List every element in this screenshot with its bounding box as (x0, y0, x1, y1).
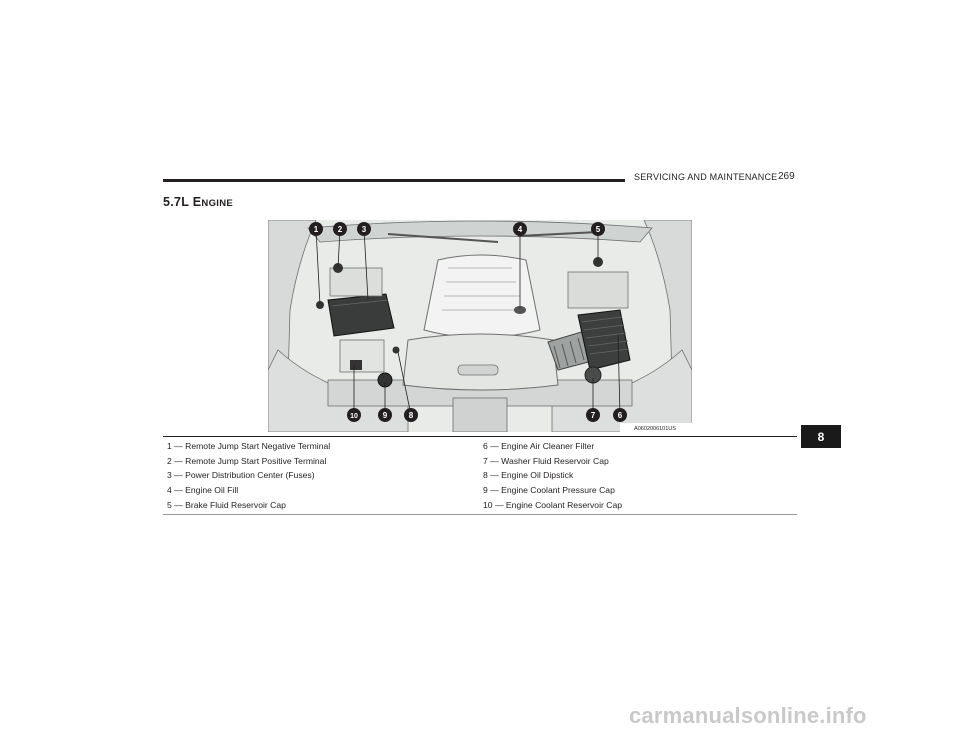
callout-label-6: 6 (618, 411, 623, 420)
page-number: 269 (778, 171, 795, 182)
legend-row: 1 — Remote Jump Start Negative Terminal … (163, 439, 797, 454)
engine-compartment-figure: 1 2 3 4 5 6 7 8 9 10 A0602006101US (267, 219, 693, 433)
legend-item: 9 — Engine Coolant Pressure Cap (483, 485, 615, 496)
legend-item: 1 — Remote Jump Start Negative Terminal (167, 441, 331, 452)
legend-item: 5 — Brake Fluid Reservoir Cap (167, 499, 286, 510)
page-title-main: 5.7L E (163, 195, 202, 209)
legend-item: 4 — Engine Oil Fill (167, 485, 239, 496)
engine-illustration: 1 2 3 4 5 6 7 8 9 10 A0602006101US (267, 219, 693, 433)
callout-label-1: 1 (314, 225, 319, 234)
legend-row: 2 — Remote Jump Start Positive Terminal … (163, 454, 797, 469)
legend-row: 3 — Power Distribution Center (Fuses) 8 … (163, 468, 797, 483)
callout-4 (513, 222, 527, 236)
callout-label-4: 4 (518, 225, 523, 234)
section-title: SERVICING AND MAINTENANCE (634, 172, 778, 182)
chapter-tab[interactable]: 8 (801, 425, 841, 448)
legend-item: 8 — Engine Oil Dipstick (483, 470, 574, 481)
callout-label-8: 8 (409, 411, 414, 420)
callout-9 (378, 408, 392, 422)
legend-item: 7 — Washer Fluid Reservoir Cap (483, 455, 609, 466)
legend-item: 3 — Power Distribution Center (Fuses) (167, 470, 315, 481)
page-title-smallcaps: NGINE (201, 198, 233, 209)
callout-label-9: 9 (383, 411, 388, 420)
legend-item: 6 — Engine Air Cleaner Filter (483, 441, 595, 452)
callout-label-2: 2 (338, 225, 343, 234)
callout-6 (613, 408, 627, 422)
legend-item: 2 — Remote Jump Start Positive Terminal (167, 455, 327, 466)
legend-row: 5 — Brake Fluid Reservoir Cap 10 — Engin… (163, 497, 797, 512)
callout-7 (586, 408, 600, 422)
legend-table: 1 — Remote Jump Start Negative Terminal … (163, 436, 797, 515)
callout-label-10: 10 (350, 413, 358, 420)
callout-5 (591, 222, 605, 236)
callout-10 (347, 408, 361, 422)
callout-label-3: 3 (362, 225, 367, 234)
callout-1 (309, 222, 323, 236)
figure-code: A0602006101US (634, 426, 676, 432)
callout-3 (357, 222, 371, 236)
callout-label-7: 7 (591, 411, 596, 420)
header-rule (163, 179, 625, 182)
callout-8 (404, 408, 418, 422)
legend-item: 10 — Engine Coolant Reservoir Cap (483, 499, 623, 510)
watermark-text: carmanualsonline.info (629, 703, 867, 728)
legend-row: 4 — Engine Oil Fill 9 — Engine Coolant P… (163, 483, 797, 498)
page-title: 5.7L ENGINE (163, 195, 233, 209)
callout-label-5: 5 (596, 225, 601, 234)
callout-2 (333, 222, 347, 236)
